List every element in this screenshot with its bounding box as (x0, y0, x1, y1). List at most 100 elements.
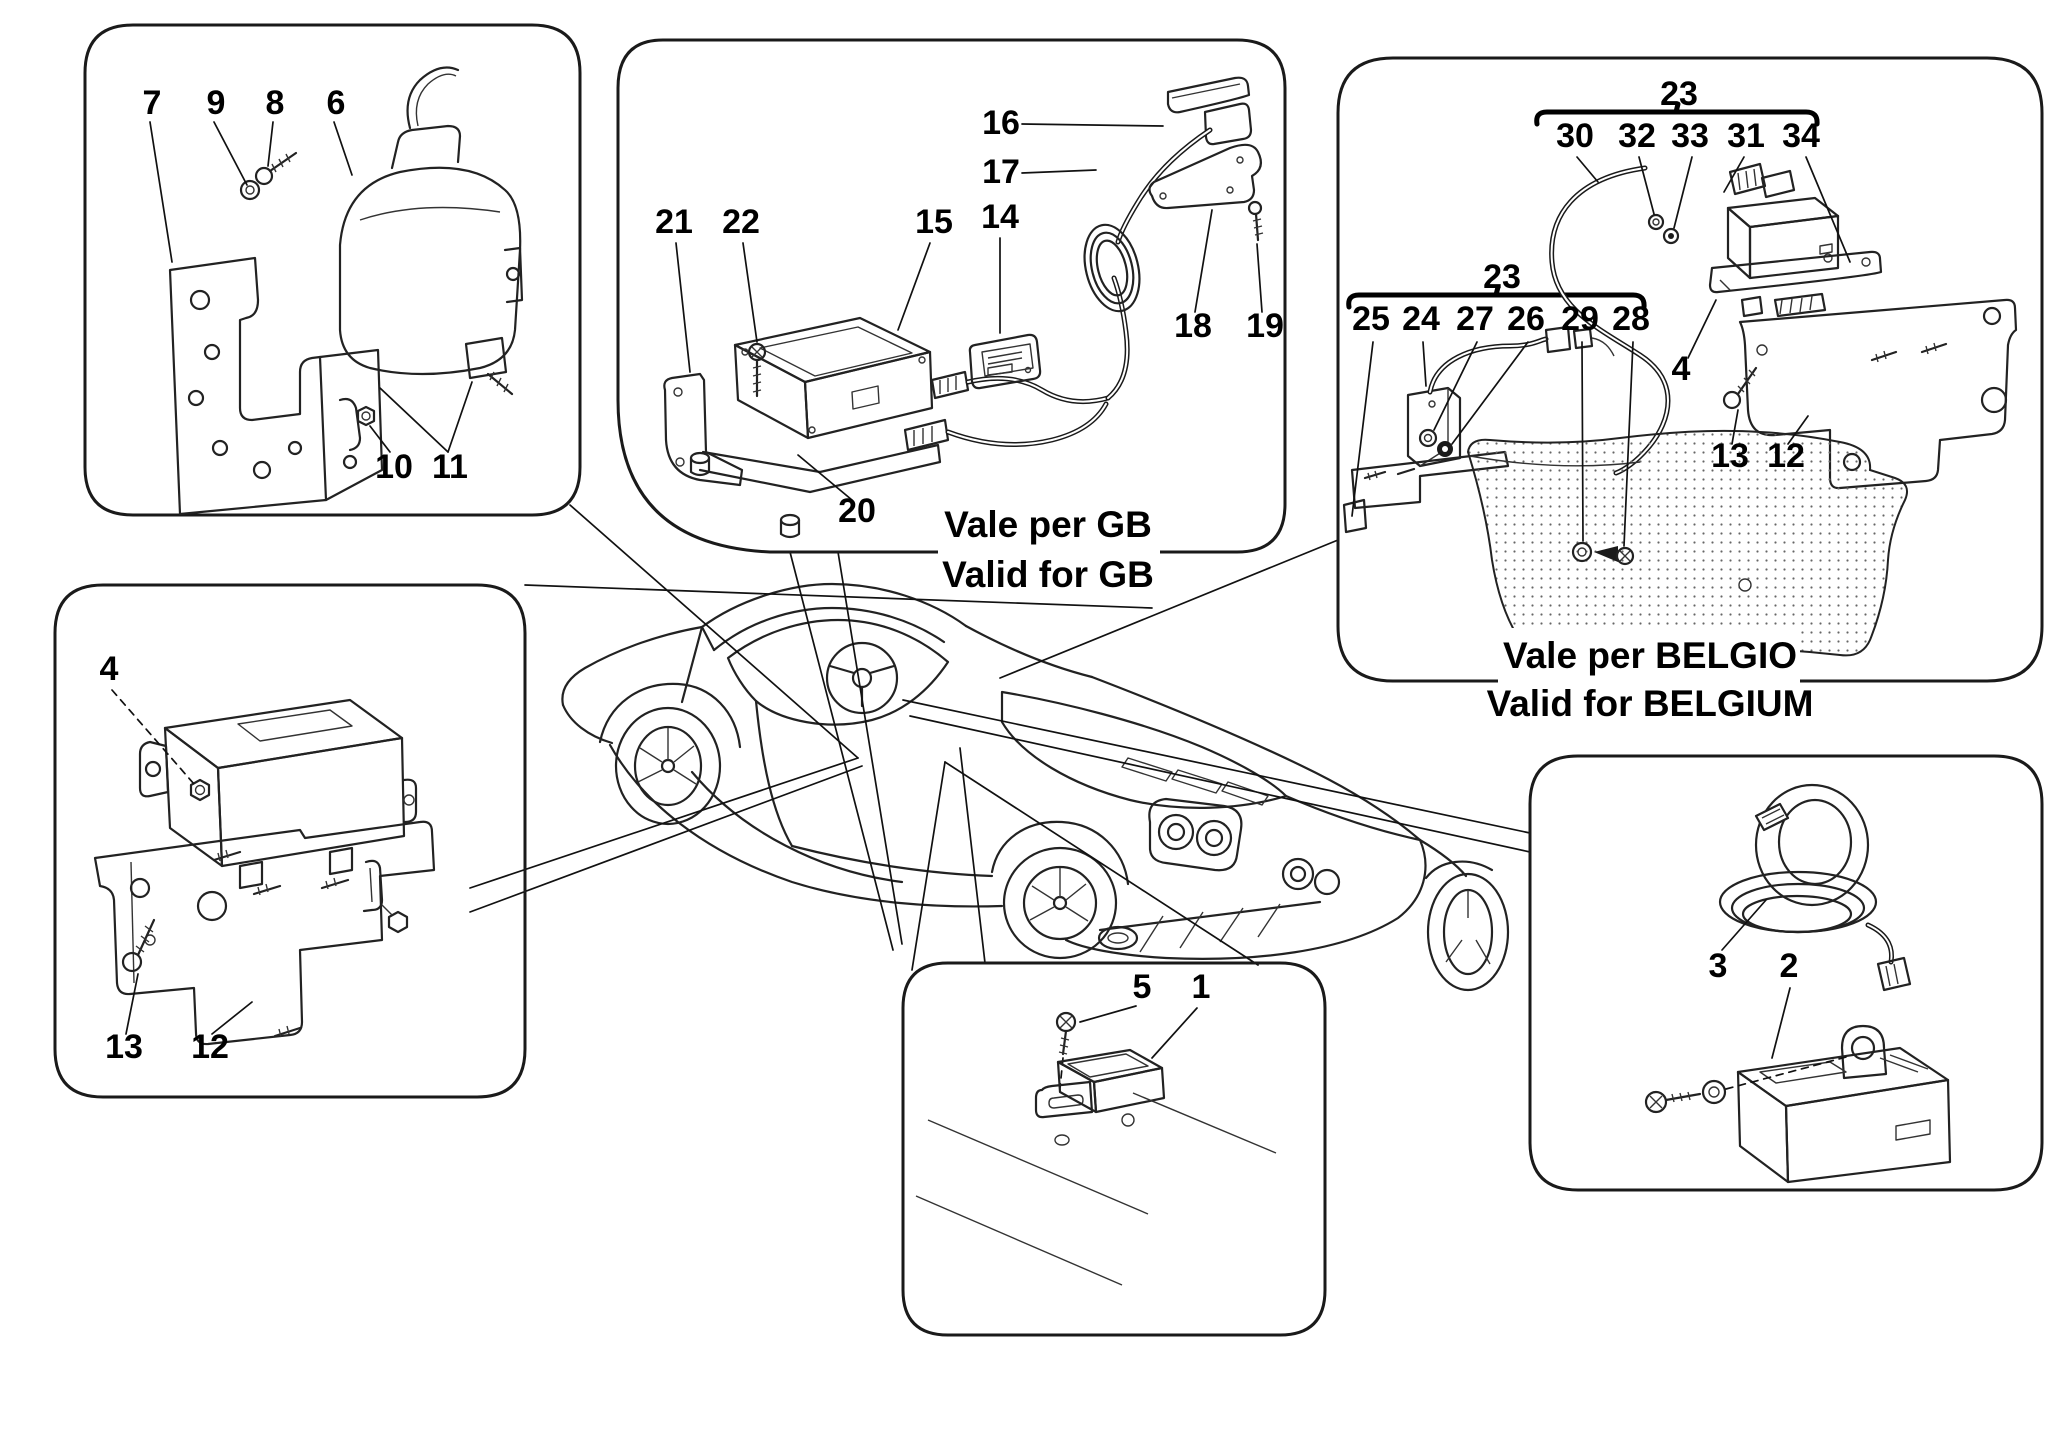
rubber-feet-drawing (689, 451, 801, 539)
antenna-ring-3-drawing (1718, 783, 1912, 992)
car-line-drawing (561, 582, 1510, 992)
caption-mask (938, 498, 1160, 598)
part-label-18: 18 (1174, 307, 1212, 345)
callout-box-left-ecu: 4 13 12 (53, 583, 527, 1099)
code-card-14-drawing (968, 333, 1042, 390)
part-label-34: 34 (1782, 117, 1820, 155)
screws-29-28-drawing (1571, 541, 1635, 566)
rear-wheel-near-drawing (990, 820, 1130, 960)
part-label-17: 17 (982, 153, 1020, 191)
part-label-23-top: 23 (1660, 75, 1698, 113)
carpet-mat-drawing (1466, 429, 1908, 657)
part-label-24: 24 (1402, 300, 1440, 338)
rear-diffuser-drawing (1097, 900, 1322, 953)
bracket-7-drawing (168, 256, 384, 516)
part-label-20: 20 (838, 492, 876, 530)
rear-wheel-far-drawing (1424, 860, 1510, 992)
part-label-11: 11 (432, 448, 468, 486)
part-label-25: 25 (1352, 300, 1390, 338)
screw-19-drawing (1247, 200, 1264, 242)
part-label-1: 1 (1192, 968, 1211, 1006)
screw-5-drawing (1055, 1011, 1077, 1089)
part-label-14: 14 (981, 198, 1019, 236)
callout-box-outline (53, 583, 527, 1099)
panel-surface-lines (915, 1092, 1277, 1286)
part-label-33: 33 (1671, 117, 1709, 155)
callout-box-siren: 7 9 8 6 10 11 (83, 23, 582, 517)
part-label-21: 21 (655, 203, 693, 241)
ecu-left-drawing (138, 698, 418, 890)
rail-bracket-drawing (1708, 250, 1883, 294)
caption-belgium-english: Valid for BELGIUM (1487, 683, 1814, 724)
ecu-2-drawing (1736, 1024, 1952, 1184)
antenna-cable-coil-drawing (1083, 127, 1213, 313)
part-label-30: 30 (1556, 117, 1594, 155)
part-label-4-left: 4 (100, 650, 119, 688)
part-label-31: 31 (1727, 117, 1765, 155)
leader-lines-box-f (1721, 899, 1791, 1059)
part-label-16: 16 (982, 104, 1020, 142)
part-label-3: 3 (1709, 947, 1728, 985)
nut-10-drawing (356, 405, 376, 427)
group-bracket-23-mid (1346, 284, 1647, 310)
caption-gb-english: Valid for GB (942, 554, 1154, 595)
leader-lines-box-c (1351, 156, 1851, 547)
part-label-13-right: 13 (1711, 437, 1749, 475)
grommets-32-33-drawing (1647, 213, 1680, 245)
connector-31-drawing (1728, 162, 1796, 199)
stud-plate-11-drawing (464, 336, 514, 396)
caption-belgium-italian: Vale per BELGIO (1503, 635, 1797, 676)
part-label-12-left: 12 (191, 1028, 229, 1066)
part-label-26: 26 (1507, 300, 1545, 338)
ecu-34-drawing (1726, 196, 1840, 280)
washers-27-26-drawing (1418, 428, 1453, 457)
front-wheel-drawing (598, 682, 742, 826)
part-label-19: 19 (1246, 307, 1284, 345)
part-label-10: 10 (375, 448, 413, 486)
caption-gb-italian: Vale per GB (944, 504, 1152, 545)
screw-22-drawing (747, 342, 767, 398)
bolt-13-left-drawing (121, 918, 156, 973)
leader-lines-box-b (675, 123, 1263, 501)
bracket-21-drawing (663, 372, 942, 494)
part-label-12-right: 12 (1767, 437, 1805, 475)
bracket-12-left-drawing (93, 820, 436, 1046)
leader-lines-box-a (149, 121, 473, 453)
part-label-8: 8 (266, 84, 285, 122)
harness-connectors-drawing (903, 275, 1130, 452)
part-label-9: 9 (207, 84, 226, 122)
caption-mask (1498, 628, 1800, 728)
group-bracket-23-top (1534, 101, 1820, 127)
part-label-27: 27 (1456, 300, 1494, 338)
part-label-15: 15 (915, 203, 953, 241)
leader-lines-box-d (111, 689, 253, 1035)
callout-box-belgium: 23 30 32 33 31 34 23 25 24 27 26 29 28 4… (1336, 56, 2044, 728)
bolt-washer-drawing (1644, 1055, 1851, 1114)
callout-box-outline (1336, 56, 2044, 683)
part-label-32: 32 (1618, 117, 1656, 155)
part-label-13-left: 13 (105, 1028, 143, 1066)
part-label-29: 29 (1561, 300, 1599, 338)
antenna-16-drawing (1166, 76, 1253, 146)
callout-box-outline (1528, 754, 2044, 1192)
part-label-4-right: 4 (1672, 350, 1691, 388)
part-label-7: 7 (143, 84, 162, 122)
callout-box-outline (901, 961, 1327, 1337)
nut-4-left-drawing (189, 778, 211, 802)
part-label-2: 2 (1780, 947, 1799, 985)
leader-lines-box-e (1079, 1005, 1198, 1059)
part-label-22: 22 (722, 203, 760, 241)
siren-6-drawing (338, 66, 524, 376)
engine-cover-louvres (1121, 757, 1269, 806)
taillight-cluster (1148, 797, 1341, 896)
callout-box-outline (83, 23, 582, 517)
callout-box-gb-ecu: 21 22 15 14 16 17 18 19 20 Vale per GB V… (616, 38, 1287, 598)
bolt-8-drawing (254, 151, 298, 186)
callout-box-sensor: 5 1 (901, 961, 1327, 1337)
sensor-1-drawing (1034, 1048, 1166, 1146)
washer-9-drawing (239, 179, 261, 201)
callout-box-outline (616, 38, 1287, 554)
part-label-5: 5 (1133, 968, 1152, 1006)
part-label-28: 28 (1612, 300, 1650, 338)
